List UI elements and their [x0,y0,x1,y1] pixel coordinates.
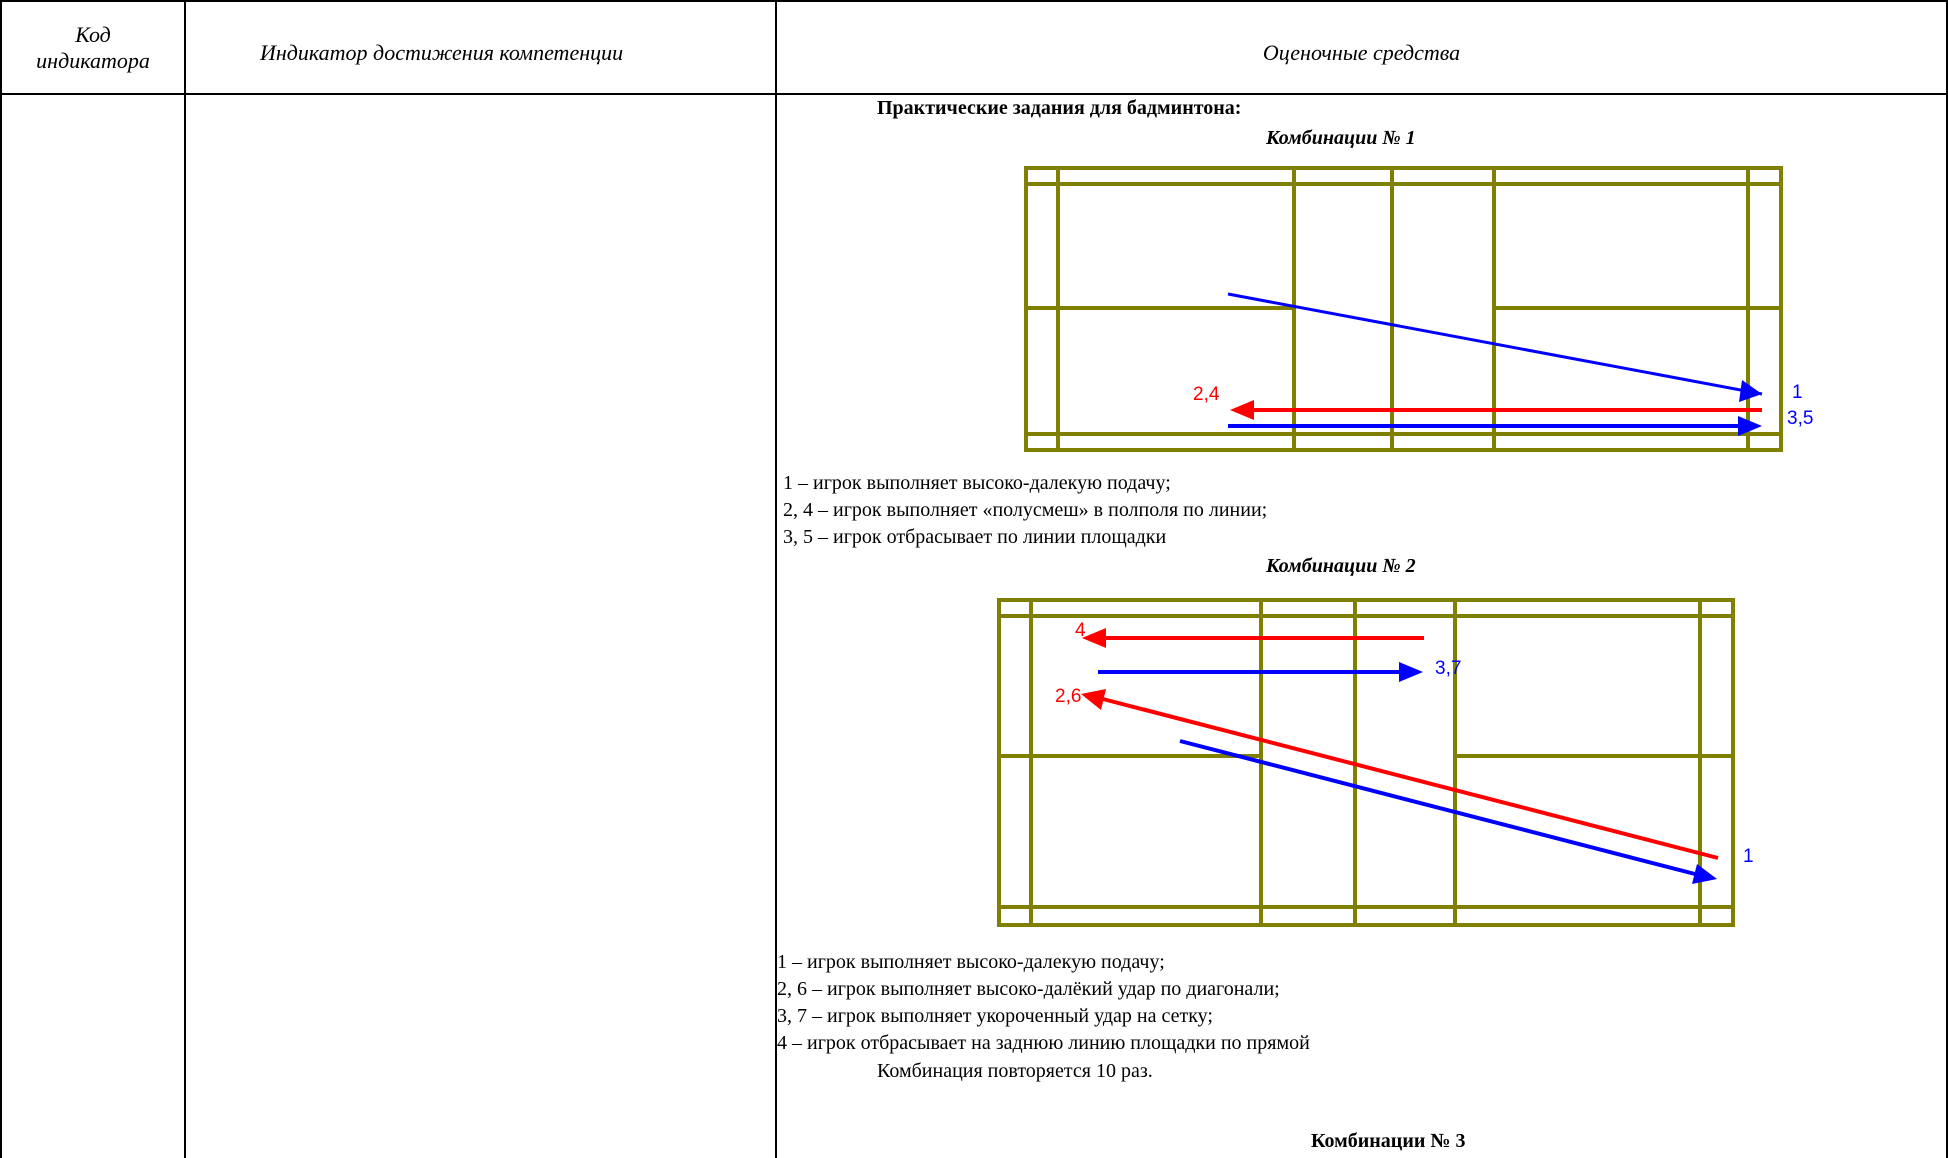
combo2-legend-2: 2, 6 – игрок выполняет высоко-далёкий уд… [777,978,1280,1000]
red-arrowhead-diagonal [1081,689,1106,710]
combo1-legend-3: 3, 5 – игрок отбрасывает по линии площад… [783,526,1167,548]
header-divider [0,93,1948,95]
red-arrowhead-smash [1230,400,1254,420]
arrows-2 [1081,628,1719,884]
header-code-line1: Код [75,22,111,47]
combo2-repeat-note: Комбинация повторяется 10 раз. [877,1060,1153,1082]
label-4: 4 [1075,620,1086,641]
combo1-legend-2: 2, 4 – игрок выполняет «полусмеш» в полп… [783,499,1268,521]
combo1-title: Комбинации № 1 [1266,127,1416,149]
combo3-title: Комбинации № 3 [1311,1130,1466,1152]
court-lines-2 [997,598,1735,927]
blue-arrowhead-drop [1399,662,1423,682]
header-code: Код индикатора [2,22,184,74]
column-divider-1 [184,0,186,1158]
header-code-line2: индикатора [36,48,150,73]
blue-arrow-serve [1227,292,1763,396]
court-diagram-2: 4 3,7 2,6 1 [997,598,1754,927]
section-title: Практические задания для бадминтона: [877,97,1242,119]
header-assessment: Оценочные средства [1262,40,1461,65]
label-1: 1 [1792,382,1803,403]
court-diagram-1: 2,4 1 3,5 [1024,166,1813,452]
combo2-title: Комбинации № 2 [1266,555,1416,577]
label-2-6: 2,6 [1055,686,1081,707]
column-divider-2 [775,0,777,1158]
blue-arrowhead-diagonal [1692,864,1717,884]
combo2-legend-4: 4 – игрок отбрасывает на заднюю линию пл… [777,1032,1310,1054]
label-3-7: 3,7 [1435,658,1461,679]
label-3-5: 3,5 [1787,408,1813,429]
arrows-1 [1227,292,1763,436]
table-right-border [1946,0,1948,1158]
combo2-legend-1: 1 – игрок выполняет высоко-далекую подач… [777,951,1165,973]
red-arrowhead-back [1082,628,1106,648]
blue-arrowhead-serve [1739,380,1762,402]
blue-arrowhead-clear [1738,416,1762,436]
blue-arrow-diagonal [1179,739,1696,876]
table-left-border [0,0,2,1158]
header-indicator: Индикатор достижения компетенции [260,40,624,65]
table-top-border [0,0,1948,2]
red-arrow-diagonal [1098,696,1719,860]
court-outer [997,598,1735,927]
combo2-legend-3: 3, 7 – игрок выполняет укороченный удар … [777,1005,1213,1027]
court-lines-1 [1024,166,1783,452]
combo1-legend-1: 1 – игрок выполняет высоко-далекую подач… [783,472,1171,494]
label-2-4: 2,4 [1193,384,1220,405]
label-1-diag: 1 [1743,846,1754,867]
